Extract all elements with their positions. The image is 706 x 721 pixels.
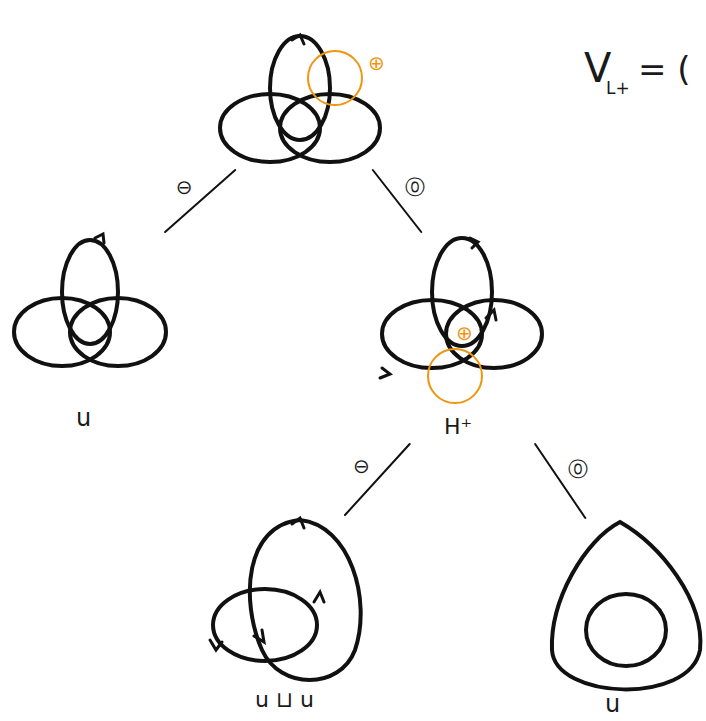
knot-label: H⁺ bbox=[444, 416, 472, 438]
edge-label: ⓪ bbox=[403, 176, 427, 198]
knot-diagram: u bbox=[10, 232, 175, 434]
edge-label: ⓪ bbox=[566, 458, 590, 480]
knot-diagram: u bbox=[545, 518, 700, 720]
formula-text: L+ bbox=[606, 80, 630, 97]
knot-label: u bbox=[605, 692, 620, 716]
knot-label: u ⊔ u bbox=[255, 689, 314, 711]
knot-diagram: u ⊔ u bbox=[205, 515, 365, 718]
knot-diagram: ⊕ bbox=[218, 35, 390, 170]
skein-branch bbox=[535, 444, 585, 518]
edge-label: ⊖ bbox=[174, 176, 195, 198]
skein-branch bbox=[165, 170, 235, 232]
formula-text: = ( bbox=[638, 52, 691, 86]
edge-label: ⊖ bbox=[351, 455, 372, 477]
knot-label: ⊕ bbox=[456, 323, 473, 343]
skein-branch bbox=[345, 444, 410, 515]
knot-label: ⊕ bbox=[368, 53, 385, 73]
knot-diagram: ⊕ H⁺ bbox=[380, 232, 545, 444]
knot-label: u bbox=[76, 406, 91, 430]
